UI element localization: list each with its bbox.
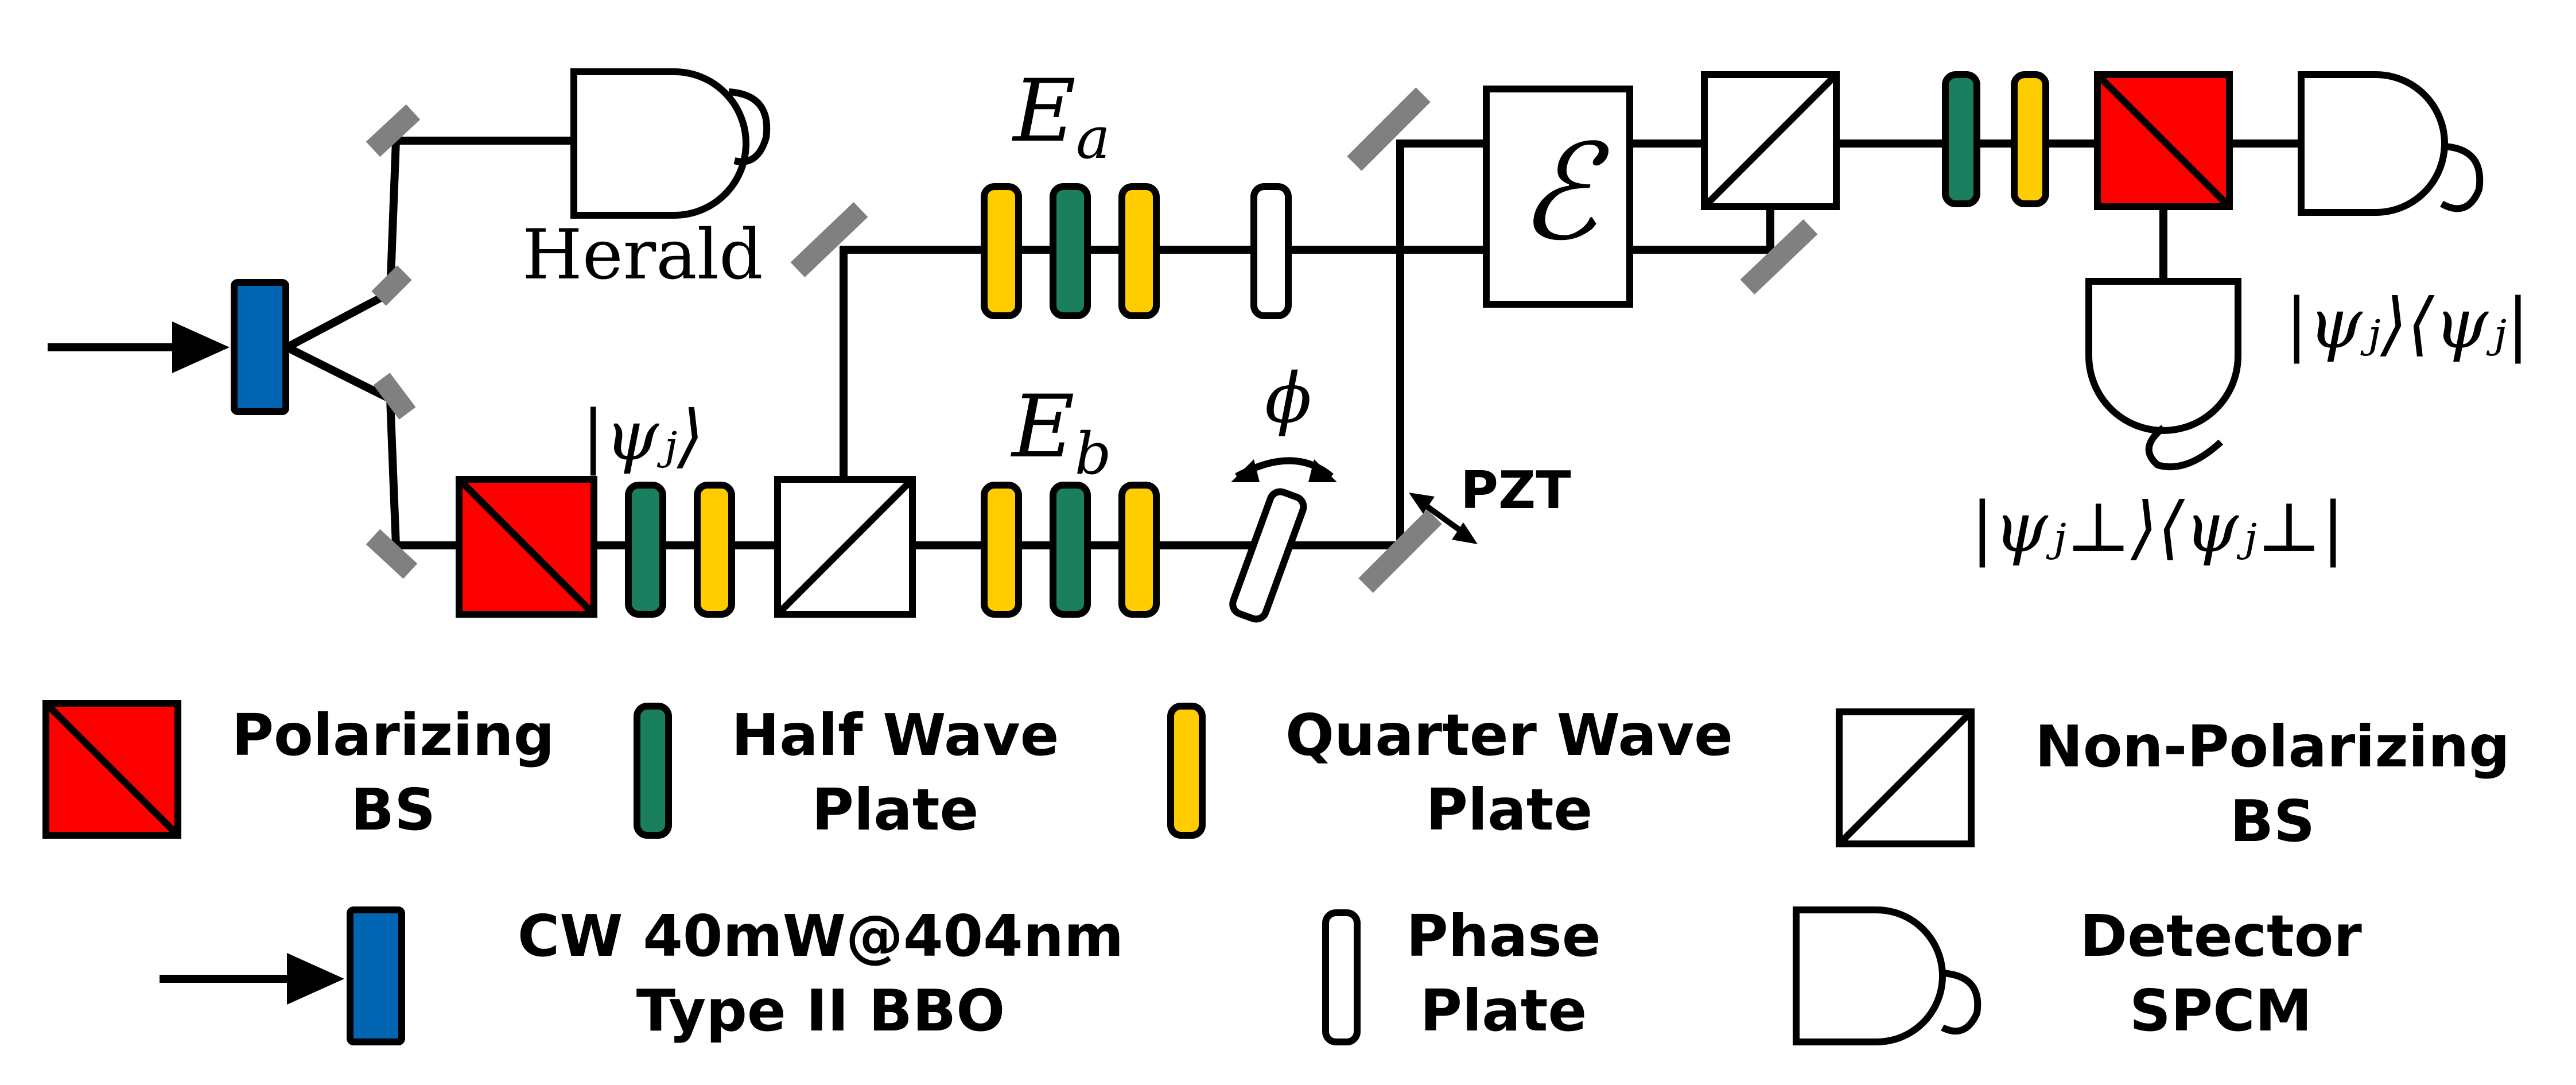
phase-plate-icon (1322, 909, 1361, 1045)
upper-split-beam (281, 287, 396, 353)
legend: Polarizing BS Half Wave Plate Quarter Wa… (42, 700, 2510, 1045)
quarter-wave-plate-icon (694, 482, 735, 618)
pbs-diagonal (456, 476, 597, 617)
quarter-wave-plate-icon (2011, 71, 2049, 207)
detector-icon (1793, 906, 1946, 1045)
quarter-wave-plate-icon (981, 482, 1022, 618)
quarter-wave-plate-icon (981, 183, 1022, 319)
pbs-diagonal (2095, 72, 2232, 210)
legend-detector: Detector SPCM (1793, 902, 2362, 1045)
npbs-diagonal (1836, 709, 1974, 847)
legend-pbs-line2: BS (351, 776, 436, 843)
legend-hwp-line1: Half Wave (732, 702, 1059, 769)
phi-label: ϕ (1265, 359, 1312, 439)
legend-pbs-line1: Polarizing (232, 702, 555, 769)
rotation-arrowhead-left (1231, 459, 1260, 482)
detector-icon (570, 68, 749, 219)
phase-plate-icon (1250, 183, 1292, 319)
channel-lower-output-beam (1626, 208, 1774, 254)
pzt-mirror-icon (1358, 509, 1442, 593)
detector-icon (2298, 71, 2448, 216)
herald-detector: Herald (522, 68, 771, 295)
legend-phase-plate: Phase Plate (1322, 902, 1601, 1045)
herald-label: Herald (522, 215, 763, 295)
legend-source-line2: Type II BBO (636, 977, 1005, 1044)
detector-cable (728, 88, 771, 165)
mirror-icon (371, 265, 412, 306)
legend-npbs-line2: BS (2230, 788, 2315, 855)
legend-polarizing-bs: Polarizing BS (42, 700, 555, 843)
psi-j-ket-label: |ψⱼ⟩ (581, 396, 704, 476)
quarter-wave-plate-icon (1118, 183, 1160, 319)
legend-qwp-line1: Quarter Wave (1285, 702, 1733, 769)
state-preparation: |ψⱼ⟩ (456, 396, 735, 618)
projector-perp-label: |ψⱼ⊥⟩⟨ψⱼ⊥| (1971, 488, 2345, 568)
quarter-wave-plate-icon (1167, 703, 1206, 839)
legend-phase-line2: Plate (1420, 977, 1587, 1044)
eb-label: Eb (1010, 377, 1112, 487)
legend-qwp-line2: Plate (1426, 776, 1593, 843)
detector-cable (2145, 425, 2224, 471)
channel-label: ℰ (1518, 117, 1610, 270)
half-wave-plate-icon (1050, 183, 1091, 319)
legend-source: CW 40mW@404nm Type II BBO (160, 902, 1124, 1045)
tilted-phase-plate: ϕ (1229, 359, 1337, 623)
mirror-icon (790, 202, 868, 278)
mirror-icon (1740, 219, 1818, 295)
half-wave-plate-icon (634, 703, 672, 839)
legend-source-line1: CW 40mW@404nm (518, 902, 1124, 970)
projector-label: |ψⱼ⟩⟨ψⱼ| (2285, 284, 2530, 364)
pzt-actuator: PZT (1409, 460, 1571, 544)
ea-arm-beam (840, 246, 1490, 549)
mirror-icon (1347, 87, 1431, 171)
bbo-crystal-icon (231, 279, 289, 415)
mirror-icon (366, 104, 421, 157)
detector-icon (2085, 278, 2241, 434)
npbs-diagonal (1701, 72, 1839, 210)
legend-half-wave-plate: Half Wave Plate (634, 702, 1059, 843)
pzt-arrowhead-up (1409, 493, 1435, 514)
quarter-wave-plate-icon (1118, 482, 1160, 618)
ea-label: Ea (1011, 61, 1110, 172)
detector-cable (2440, 143, 2484, 212)
lower-split-beam (281, 342, 396, 405)
channel-box (1483, 86, 1633, 308)
pbs-diagonal (43, 700, 181, 838)
detector-cable (1941, 970, 1981, 1035)
legend-pump-arrowhead (287, 953, 344, 1005)
eb-plates: Eb (981, 377, 1160, 618)
legend-non-polarizing-bs: Non-Polarizing BS (1836, 708, 2510, 855)
legend-quarter-wave-plate: Quarter Wave Plate (1167, 702, 1733, 843)
pzt-label: PZT (1460, 460, 1571, 521)
npbs-diagonal (775, 476, 915, 617)
half-wave-plate-icon (1942, 71, 1980, 207)
legend-phase-line1: Phase (1406, 902, 1600, 970)
rotation-arrowhead-right (1308, 459, 1337, 482)
projector-detector: |ψⱼ⟩⟨ψⱼ| (2285, 71, 2530, 364)
bbo-crystal-icon (347, 906, 405, 1045)
mirror-icon (366, 529, 418, 579)
phase-plate-icon (1229, 488, 1307, 623)
half-wave-plate-icon (625, 482, 666, 618)
pzt-arrowhead-down (1452, 522, 1478, 544)
legend-detector-line1: Detector (2080, 902, 2362, 970)
ea-plates: Ea (981, 61, 1292, 319)
legend-npbs-line1: Non-Polarizing (2035, 713, 2510, 780)
mirror-icon (373, 373, 416, 420)
legend-hwp-line2: Plate (812, 776, 979, 843)
half-wave-plate-icon (1050, 482, 1091, 618)
projector-perp-detector: |ψⱼ⊥⟩⟨ψⱼ⊥| (1971, 278, 2345, 568)
legend-detector-line2: SPCM (2130, 977, 2312, 1044)
mirrors (366, 87, 1818, 593)
pump-arrowhead (172, 321, 230, 373)
